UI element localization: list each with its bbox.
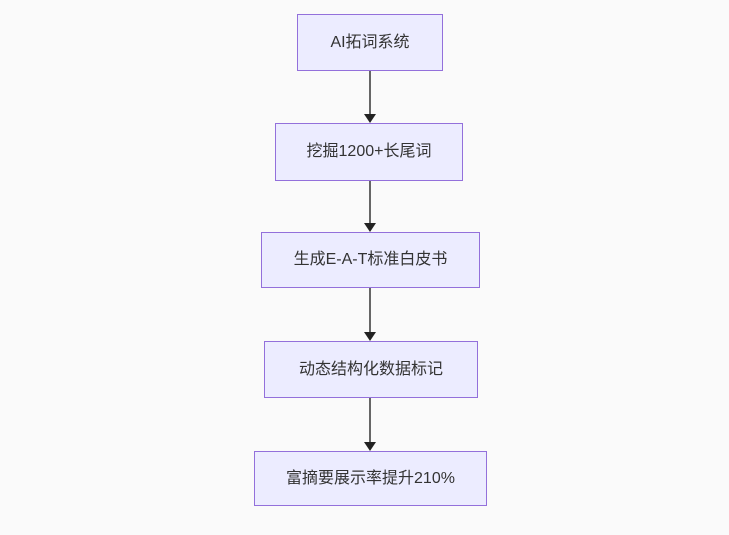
flow-node-label: 挖掘1200+长尾词 [306, 143, 432, 161]
flow-node-rich-snippet-result: 富摘要展示率提升210% [254, 451, 487, 506]
arrow-line [369, 71, 371, 114]
arrow-line [369, 181, 371, 223]
flow-node-ai-keyword-system: AI拓词系统 [297, 14, 443, 71]
flow-node-longtail-keywords: 挖掘1200+长尾词 [275, 123, 463, 181]
flow-node-structured-data-markup: 动态结构化数据标记 [264, 341, 478, 398]
flow-arrow-4 [364, 398, 376, 451]
flow-arrow-1 [364, 71, 376, 123]
flow-node-label: 生成E-A-T标准白皮书 [293, 251, 448, 269]
flow-node-label: 富摘要展示率提升210% [286, 469, 455, 487]
arrow-head-icon [364, 114, 376, 123]
flow-node-eat-whitepaper: 生成E-A-T标准白皮书 [261, 232, 480, 288]
arrow-head-icon [364, 332, 376, 341]
flow-arrow-2 [364, 181, 376, 232]
arrow-line [369, 398, 371, 442]
flow-node-label: AI拓词系统 [330, 33, 410, 51]
flow-node-label: 动态结构化数据标记 [298, 360, 443, 378]
arrow-line [369, 288, 371, 332]
arrow-head-icon [364, 442, 376, 451]
flow-arrow-3 [364, 288, 376, 341]
arrow-head-icon [364, 223, 376, 232]
